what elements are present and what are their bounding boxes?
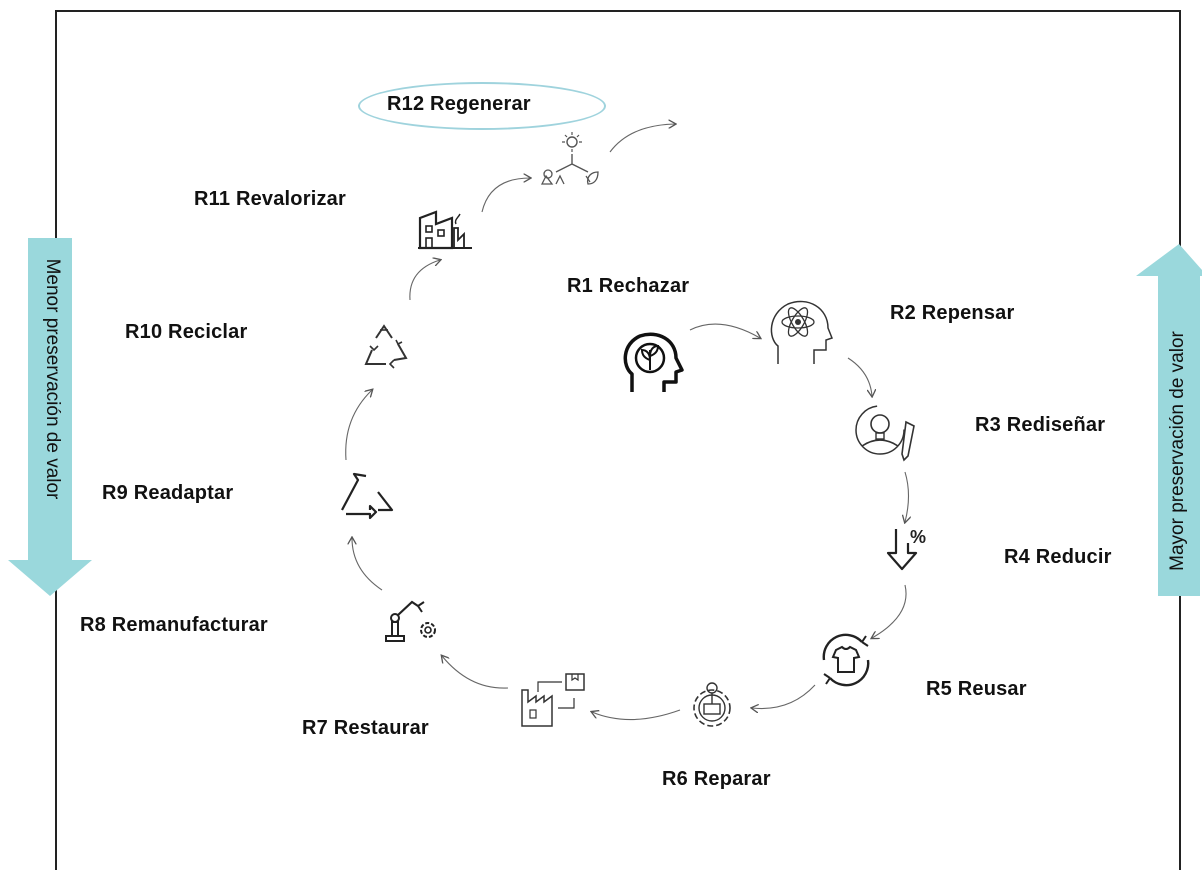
head-plant-icon <box>623 332 684 392</box>
arrow-r4-r5 <box>872 584 907 638</box>
arrow-r2-r3 <box>847 357 872 396</box>
r12-label: R12 Regenerar <box>387 93 531 115</box>
lightbulb-gear-icon <box>855 405 915 462</box>
svg-text:%: % <box>910 527 926 547</box>
arrow-r8-r9 <box>352 538 383 591</box>
factory-icon <box>418 210 472 250</box>
shirt-cycle-icon <box>822 633 870 687</box>
arrow-r9-r10 <box>345 390 372 461</box>
loop-arrows-icon <box>341 472 394 520</box>
r3-label: R3 Rediseñar <box>975 414 1106 436</box>
r2-label: R2 Repensar <box>890 302 1015 324</box>
arrow-r12-out <box>609 124 675 153</box>
r6-label: R6 Reparar <box>662 768 771 790</box>
arrow-r6-r7 <box>592 709 681 721</box>
arrow-r10-r11 <box>409 260 440 301</box>
r8-label: R8 Remanufacturar <box>80 614 268 636</box>
r4-label: R4 Reducir <box>1004 546 1112 568</box>
r5-label: R5 Reusar <box>926 678 1027 700</box>
wrench-gear-icon <box>693 682 731 727</box>
r12-highlight-ellipse <box>358 82 606 130</box>
factory-box-icon <box>521 673 585 727</box>
arrow-r5-r6 <box>752 684 816 709</box>
head-atom-icon <box>770 300 833 364</box>
r11-label: R11 Revalorizar <box>194 188 346 210</box>
sun-plants-icon <box>540 132 599 185</box>
robot-arm-gear-icon <box>385 600 436 642</box>
r1-label: R1 Rechazar <box>567 275 690 297</box>
arrow-r3-r4 <box>905 471 909 522</box>
r9-label: R9 Readaptar <box>102 482 234 504</box>
r10-label: R10 Reciclar <box>125 321 248 343</box>
left-down-arrow <box>8 238 92 596</box>
arrow-r7-r8 <box>442 656 509 689</box>
arrow-r11-r12 <box>481 178 530 213</box>
down-percent-icon: % <box>886 527 926 571</box>
right-up-arrow <box>1136 244 1202 596</box>
arrow-r1-r2 <box>689 323 760 338</box>
r7-label: R7 Restaurar <box>302 717 429 739</box>
recycle-icon <box>364 324 408 369</box>
